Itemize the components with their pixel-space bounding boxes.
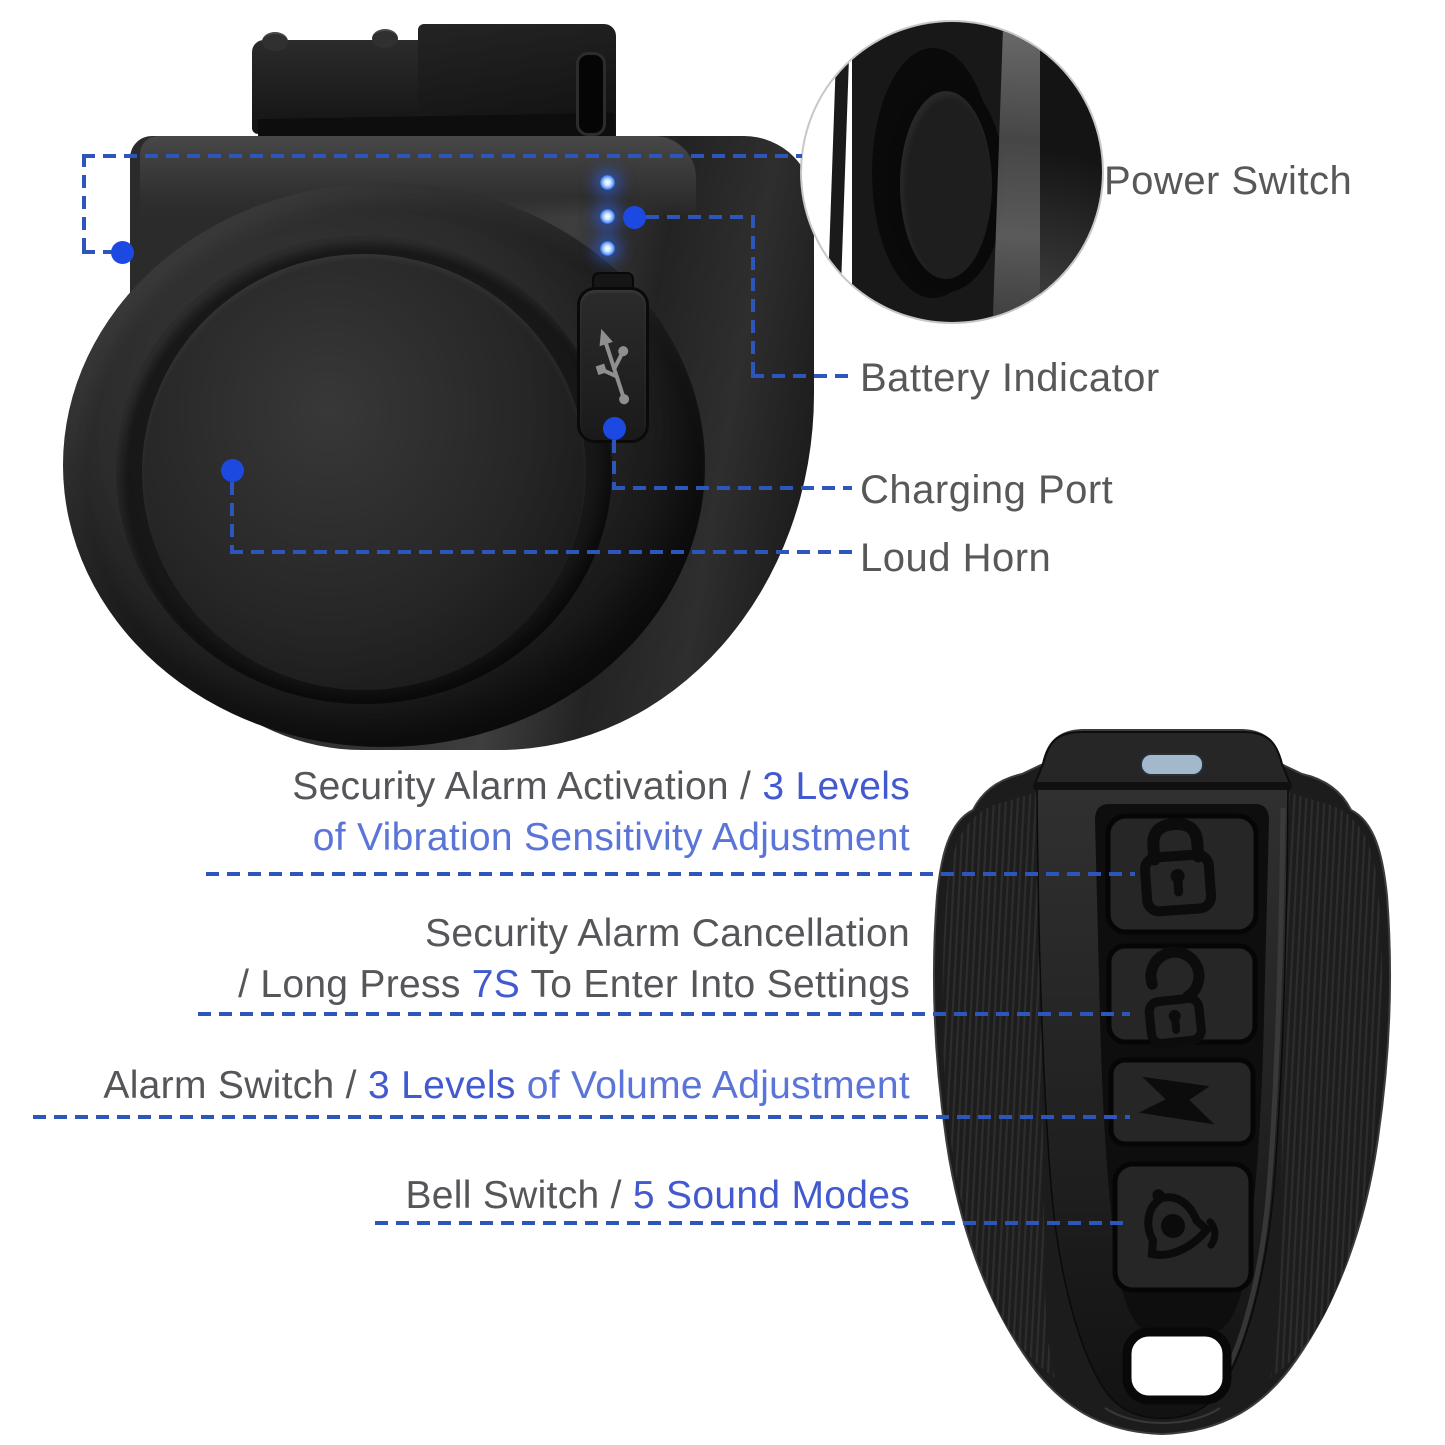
remote-grip-right (1270, 792, 1383, 1378)
bell-icon (1144, 1189, 1219, 1259)
bracket-pin (372, 29, 398, 48)
battery-indicator-label: Battery Indicator (860, 356, 1160, 400)
power-switch-leader-v (82, 154, 86, 254)
power-switch-leader-stub (82, 250, 114, 254)
battery-led (600, 241, 615, 256)
battery-led (600, 209, 615, 224)
horn-face (142, 254, 586, 690)
usb-icon (595, 328, 630, 405)
feature-activation: Security Alarm Activation / 3 Levels of … (292, 761, 910, 863)
power-switch-leader-h (82, 154, 802, 158)
feature-text-accent: 3 Levels (762, 765, 910, 808)
power-switch-label: Power Switch (1104, 159, 1353, 203)
feature-text: Security Alarm Activation / (292, 765, 763, 808)
feature-bell-switch-leader (375, 1221, 1128, 1225)
feature-line: / Long Press 7S To Enter Into Settings (238, 959, 910, 1010)
feature-line: Security Alarm Cancellation (238, 908, 910, 959)
battery-anchor-dot (623, 206, 646, 229)
button-disarm (1106, 943, 1258, 1045)
battery-led (600, 175, 615, 190)
charging-anchor-dot (603, 417, 626, 440)
feature-text-accent: 3 Levels (367, 1064, 516, 1107)
device-shadow (1040, 22, 1102, 322)
horn-leader-h (230, 550, 852, 554)
feature-text: Bell Switch / (405, 1174, 633, 1217)
feature-text-accent: 5 Sound Modes (632, 1174, 910, 1217)
feature-cancellation: Security Alarm Cancellation / Long Press… (238, 908, 910, 1010)
lock-icon (1140, 818, 1217, 917)
device-edge (826, 22, 851, 322)
bracket-pin (262, 32, 288, 51)
led-indicator (1140, 753, 1204, 776)
unlock-icon (1144, 946, 1206, 1048)
feature-bell-switch: Bell Switch / 5 Sound Modes (405, 1170, 910, 1221)
keyring-hole (1122, 1327, 1232, 1405)
feature-cancellation-leader (198, 1012, 1130, 1016)
feature-line: Bell Switch / 5 Sound Modes (405, 1170, 910, 1221)
feature-line: Alarm Switch / 3 Levels of Volume Adjust… (103, 1060, 910, 1111)
horn-anchor-dot (221, 459, 244, 482)
bracket-slot (576, 52, 606, 136)
power-switch-magnifier (800, 20, 1104, 324)
feature-alarm-switch-leader (33, 1115, 1130, 1119)
power-switch-anchor-dot (111, 241, 134, 264)
feature-line: of Vibration Sensitivity Adjustment (292, 812, 910, 863)
charging-leader-v (612, 440, 616, 490)
charging-port-cover (577, 287, 649, 443)
charging-port-label: Charging Port (860, 468, 1114, 512)
feature-line: Security Alarm Activation / 3 Levels (292, 761, 910, 812)
feature-text: Security Alarm Cancellation (425, 912, 910, 955)
feature-text: Alarm Switch / (103, 1064, 368, 1107)
head-seam (1034, 782, 1291, 790)
feature-alarm-switch: Alarm Switch / 3 Levels of Volume Adjust… (103, 1060, 910, 1111)
lightning-icon (1138, 1076, 1215, 1125)
horn-leader-v (230, 482, 234, 554)
remote-control (933, 729, 1391, 1436)
feature-text-accent: of Volume Adjustment (515, 1064, 910, 1107)
feature-text-accent: of Vibration Sensitivity Adjustment (312, 816, 910, 859)
remote-bottom-rim (1104, 1407, 1221, 1424)
battery-leader-v (751, 215, 755, 377)
charging-leader-h (612, 486, 852, 490)
remote-grip-left (942, 792, 1055, 1378)
feature-text: / Long Press (238, 963, 472, 1006)
feature-text-accent: 7S (471, 963, 521, 1006)
remote-center-bevel (1209, 807, 1286, 1396)
power-switch-button (887, 78, 1005, 292)
feature-text: To Enter Into Settings (520, 963, 910, 1006)
loud-horn-label: Loud Horn (860, 536, 1052, 580)
feature-activation-leader (206, 872, 1135, 876)
battery-leader-h2 (751, 374, 852, 378)
battery-leader-h1 (646, 215, 754, 219)
